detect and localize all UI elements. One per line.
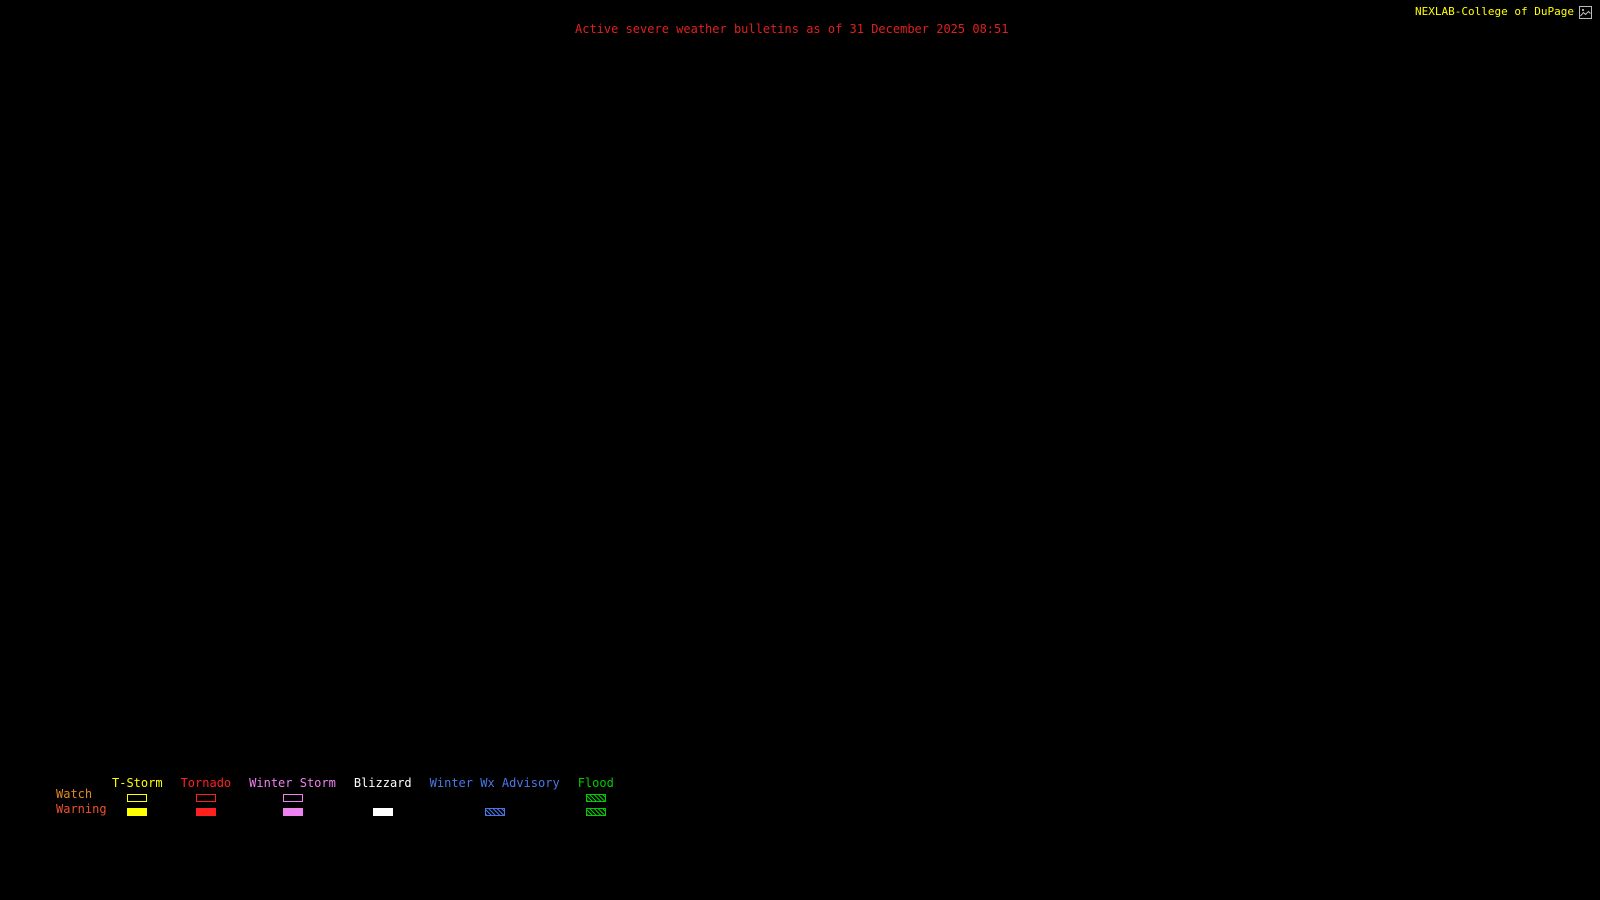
legend-slot-flood-watch [585,791,606,805]
legend-slot-tstorm-warning [127,805,148,819]
tornado-warning-swatch [195,808,216,816]
winter-wx-advisory-warning-swatch [484,808,505,816]
flood-warning-swatch [585,808,606,816]
legend-column-blizzard: Blizzard [354,776,412,819]
winter-storm-watch-swatch [282,794,303,802]
legend-slot-tornado-watch [195,791,216,805]
legend-slot-tornado-warning [195,805,216,819]
blizzard-warning-swatch [372,808,393,816]
legend-columns: T-Storm Tornado Winter Storm Blizzard Winter… [112,776,614,819]
legend-column-label-tstorm: T-Storm [112,776,163,790]
broken-image-icon [1579,4,1592,19]
legend-slot-blizzard-warning [372,805,393,819]
bulletin-title: Active severe weather bulletins as of 31… [575,22,1009,36]
legend-watch-row-label: Watch [56,787,93,801]
legend-column-label-tornado: Tornado [180,776,232,790]
legend-column-flood: Flood [578,776,614,819]
brand-text: NEXLAB-College of DuPage [1415,5,1574,18]
legend-slot-flood-warning [585,805,606,819]
tornado-watch-swatch [195,794,216,802]
legend-column-winter-wx-advisory: Winter Wx Advisory [430,776,560,819]
legend-slot-winter-wx-advisory-warning [484,805,505,819]
legend-column-label-blizzard: Blizzard [353,776,412,790]
winter-storm-warning-swatch [282,808,303,816]
legend: Watch Warning T-Storm Tornado Winter Storm… [0,776,1600,824]
legend-column-tstorm: T-Storm [112,776,163,819]
legend-slot-winter-storm-watch [282,791,303,805]
legend-column-label-winter-storm: Winter Storm [249,776,336,790]
tstorm-warning-swatch [127,808,148,816]
legend-warning-row-label: Warning [56,802,107,816]
legend-column-winter-storm: Winter Storm [249,776,336,819]
legend-slot-tstorm-watch [127,791,148,805]
tstorm-watch-swatch [127,794,148,802]
legend-column-tornado: Tornado [180,776,232,819]
flood-watch-swatch [585,794,606,802]
legend-slot-winter-storm-warning [282,805,303,819]
legend-column-label-flood: Flood [577,776,614,790]
legend-column-label-winter-wx-advisory: Winter Wx Advisory [429,776,560,790]
